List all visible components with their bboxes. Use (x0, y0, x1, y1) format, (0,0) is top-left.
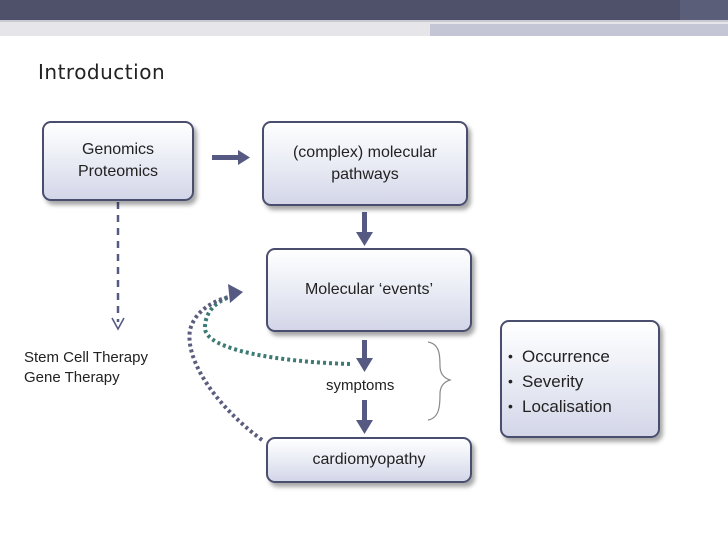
stem-cell-therapy-label: Stem Cell Therapy (24, 349, 148, 366)
symptoms-label: symptoms (326, 377, 395, 394)
arrow-genomics-to-pathways (212, 150, 250, 165)
arrow-symptoms-to-cardiomyopathy (356, 400, 373, 434)
dotted-arrow-teal (202, 294, 351, 366)
dotted-arrow-purple (187, 284, 264, 442)
molecular-pathways-label: (complex) molecular pathways (292, 143, 438, 183)
outcomes-list: Occurrence Severity Localisation (508, 344, 658, 419)
therapies-label: Stem Cell Therapy Gene Therapy (24, 348, 148, 388)
molecular-events-label: Molecular ‘events’ (304, 281, 434, 299)
dashed-arrow-to-therapies (111, 202, 125, 331)
arrow-events-to-symptoms (356, 340, 373, 372)
header-bar (0, 0, 728, 36)
molecular-events-box: Molecular ‘events’ (266, 248, 472, 332)
page-title: Introduction (38, 60, 166, 84)
cardiomyopathy-box: cardiomyopathy (266, 437, 472, 483)
outcomes-box: Occurrence Severity Localisation (500, 320, 660, 438)
genomics-proteomics-box: Genomics Proteomics (42, 121, 194, 201)
cardiomyopathy-label: cardiomyopathy (312, 451, 426, 469)
symptoms-brace (427, 341, 452, 421)
molecular-pathways-box: (complex) molecular pathways (262, 121, 468, 206)
genomics-proteomics-label: Genomics Proteomics (77, 141, 159, 180)
gene-therapy-label: Gene Therapy (24, 369, 120, 386)
outcome-item: Localisation (508, 394, 658, 419)
outcome-item: Occurrence (508, 344, 658, 369)
arrow-pathways-to-events (356, 212, 373, 246)
outcome-item: Severity (508, 369, 658, 394)
